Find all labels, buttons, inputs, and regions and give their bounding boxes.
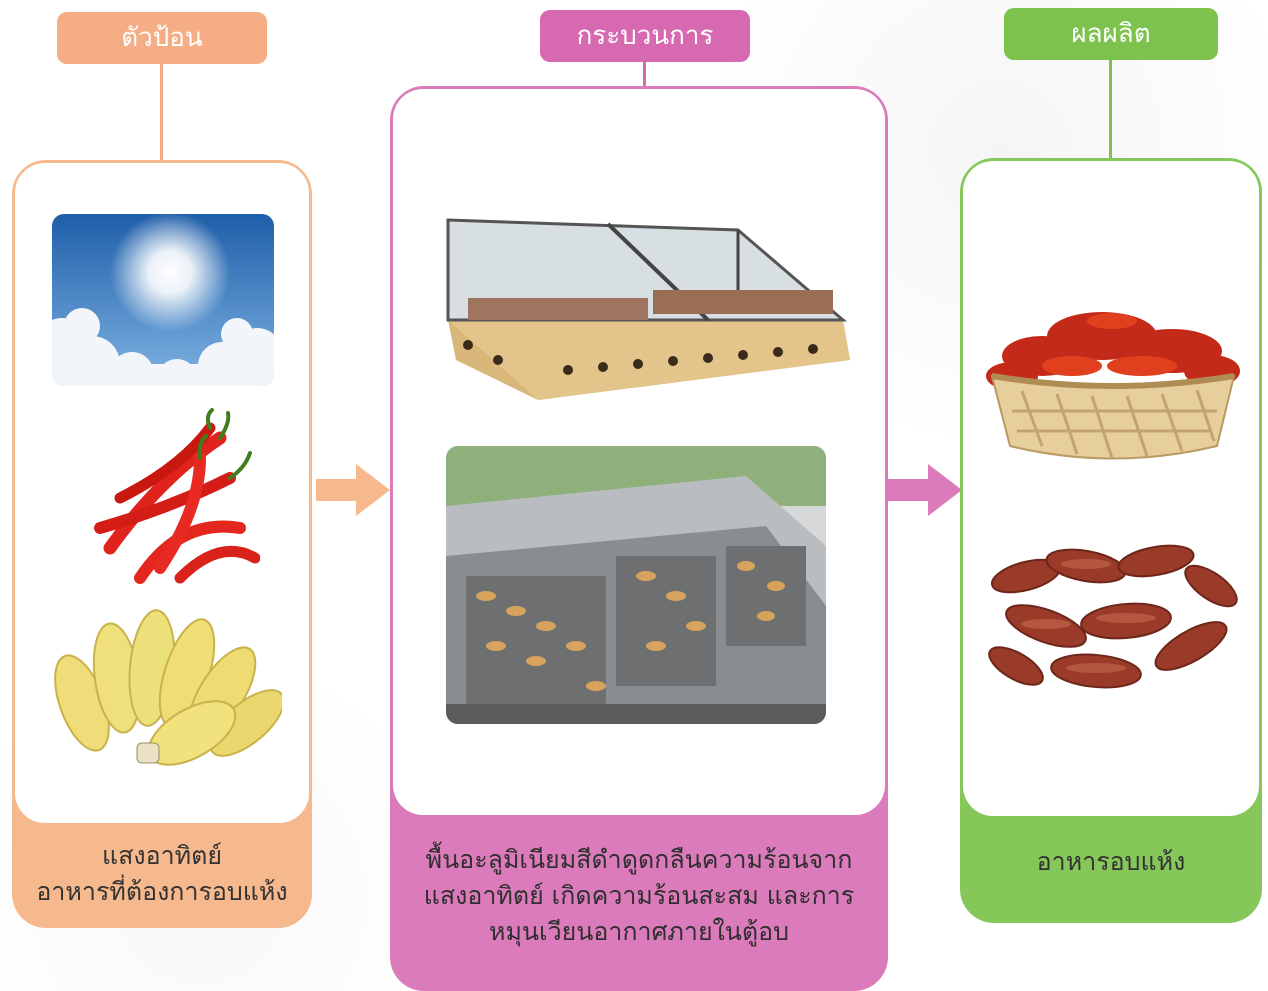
input-title: ตัวป้อน <box>121 23 203 53</box>
red-chili-image <box>80 408 260 593</box>
output-caption: อาหารอบแห้ง <box>960 844 1262 880</box>
banana-bunch-image <box>42 608 282 778</box>
process-connector-line <box>643 62 646 90</box>
solar-dryer-steel-image <box>446 446 826 724</box>
output-title: ผลผลิต <box>1071 19 1151 49</box>
output-panel: อาหารอบแห้ง <box>960 158 1262 923</box>
process-caption: พื้นอะลูมิเนียมสีดำดูดกลืนความร้อนจาก แส… <box>390 842 888 950</box>
sun-sky-image <box>52 214 274 386</box>
arrow-input-to-process-icon <box>316 464 390 516</box>
process-title: กระบวนการ <box>576 21 714 51</box>
solar-dryer-wood-image <box>438 210 858 400</box>
input-connector-line <box>160 64 163 162</box>
process-caption-line-3: หมุนเวียนอากาศภายในตู้อบ <box>488 917 790 946</box>
output-title-tag: ผลผลิต <box>1004 8 1218 60</box>
input-title-tag: ตัวป้อน <box>57 12 267 64</box>
output-panel-body <box>963 161 1259 816</box>
dried-banana-image <box>976 526 1252 701</box>
process-caption-line-2: แสงอาทิตย์ เกิดความร้อนสะสม และการ <box>423 881 855 910</box>
input-caption-line-2: อาหารที่ต้องการอบแห้ง <box>36 877 288 906</box>
input-caption: แสงอาทิตย์ อาหารที่ต้องการอบแห้ง <box>12 838 312 910</box>
input-caption-line-1: แสงอาทิตย์ <box>102 841 222 870</box>
output-connector-line <box>1109 60 1112 160</box>
dried-chili-basket-image <box>982 296 1244 471</box>
process-title-tag: กระบวนการ <box>540 10 750 62</box>
arrow-process-to-output-icon <box>888 464 962 516</box>
output-caption-line-1: อาหารอบแห้ง <box>1036 847 1186 876</box>
process-caption-line-1: พื้นอะลูมิเนียมสีดำดูดกลืนความร้อนจาก <box>425 845 853 874</box>
process-panel: พื้นอะลูมิเนียมสีดำดูดกลืนความร้อนจาก แส… <box>390 86 888 991</box>
input-panel: แสงอาทิตย์ อาหารที่ต้องการอบแห้ง <box>12 160 312 928</box>
